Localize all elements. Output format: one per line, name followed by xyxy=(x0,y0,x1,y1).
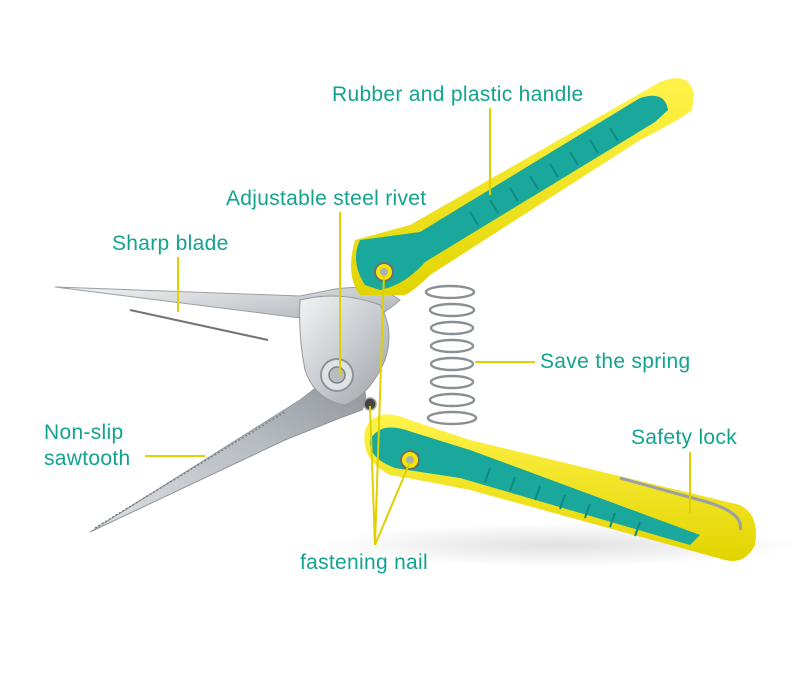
lower-handle-grip xyxy=(369,427,700,545)
blade-groove xyxy=(129,309,269,341)
leader-nail-3 xyxy=(374,461,411,546)
fastening-nail-upper xyxy=(374,262,394,282)
sawtooth-edge xyxy=(94,411,286,529)
steel-rivet xyxy=(320,358,354,392)
label-rivet: Adjustable steel rivet xyxy=(226,187,427,210)
lower-blade xyxy=(89,374,366,533)
label-spring: Save the spring xyxy=(540,350,691,373)
safety-lock-wire xyxy=(619,476,742,531)
leader-nail-2 xyxy=(369,405,376,546)
label-handle: Rubber and plastic handle xyxy=(332,83,584,106)
leader-nail-1 xyxy=(374,274,385,546)
fastening-nail-lower xyxy=(400,450,420,470)
label-nail: fastening nail xyxy=(300,551,428,574)
label-sawtooth: Non-slip sawtooth xyxy=(44,421,131,470)
spring xyxy=(424,284,478,426)
label-lock: Safety lock xyxy=(631,426,738,449)
label-blade: Sharp blade xyxy=(112,232,229,255)
